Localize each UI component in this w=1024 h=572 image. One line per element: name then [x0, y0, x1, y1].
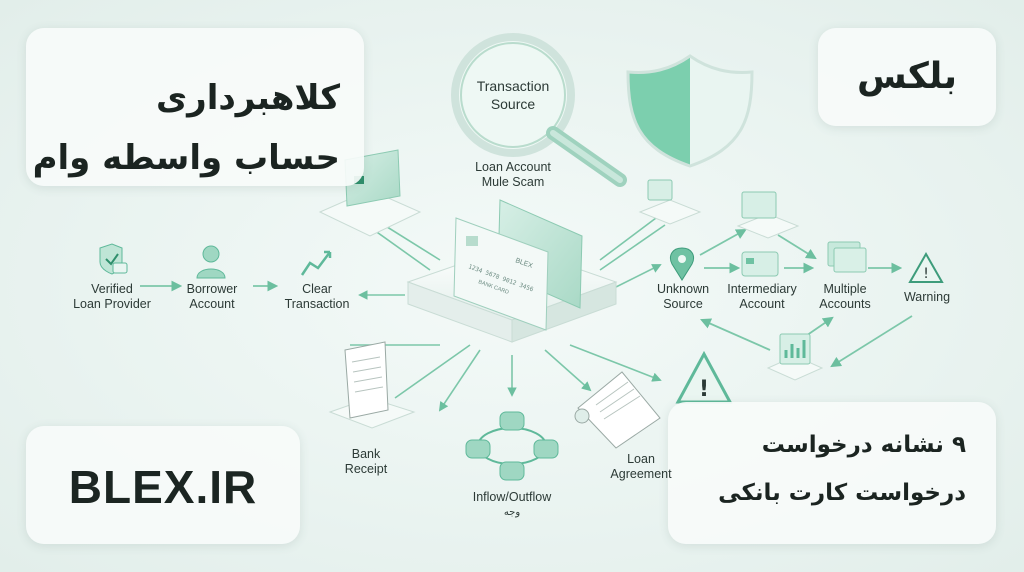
warning-icon: ! — [675, 350, 733, 404]
unknown-source-label: Unknown Source — [656, 282, 710, 311]
loan-agreement-label: Loan Agreement — [610, 452, 672, 481]
device-top-right-2 — [736, 191, 800, 239]
device-chart-icon — [766, 333, 824, 381]
intermediary-card-icon — [741, 251, 779, 277]
brand-name-fa: بلکس — [856, 56, 958, 97]
multiple-screens-icon — [827, 241, 867, 273]
scam-label: Loan Account Mule Scam — [475, 160, 551, 189]
intermediary-account-label: Intermediary Account — [727, 282, 797, 311]
verified-provider-label: Verified Loan Provider — [73, 282, 151, 311]
cycle-icon — [465, 411, 559, 481]
site-domain: BLEX.IR — [68, 461, 258, 513]
agreement-icon — [574, 371, 661, 449]
bank-receipt-label: Bank Receipt — [344, 447, 388, 476]
verified-doc-icon — [99, 243, 128, 275]
magnifier-label: Transaction Source — [476, 78, 550, 112]
warning-label: Warning — [903, 290, 951, 304]
title-card: کلاهبرداری حساب واسطه وام — [26, 28, 364, 186]
title-line-1: کلاهبرداری — [155, 78, 340, 118]
borrower-account-label: Borrower Account — [186, 282, 238, 311]
inflow-outflow-label: Inflow/Outflow — [472, 490, 552, 504]
magnifier-icon — [451, 33, 627, 187]
multiple-accounts-label: Multiple Accounts — [819, 282, 871, 311]
brand-card: بلکس — [818, 28, 996, 126]
shield-icon — [626, 54, 754, 168]
location-pin-icon — [669, 247, 695, 281]
signs-line-1: ۹ نشانه درخواست — [761, 432, 966, 458]
inflow-sub-label: وجه — [503, 507, 521, 518]
signs-line-2: درخواست کارت بانکی — [718, 480, 966, 506]
chart-up-icon — [300, 250, 332, 276]
user-icon — [196, 245, 226, 279]
warning-icon-small: ! — [908, 251, 944, 283]
clear-transaction-label: Clear Transaction — [284, 282, 350, 311]
svg-text:!: ! — [923, 266, 929, 282]
domain-card: BLEX.IR — [26, 426, 300, 544]
receipt-icon — [328, 341, 416, 429]
title-line-2: حساب واسطه وام — [32, 138, 340, 178]
device-top-right-1 — [638, 179, 702, 225]
bank-card-front: 1234 5678 9012 3456 BLEX BANK CARD — [453, 217, 549, 331]
signs-card: ۹ نشانه درخواست درخواست کارت بانکی — [668, 402, 996, 544]
svg-text:!: ! — [699, 377, 709, 402]
